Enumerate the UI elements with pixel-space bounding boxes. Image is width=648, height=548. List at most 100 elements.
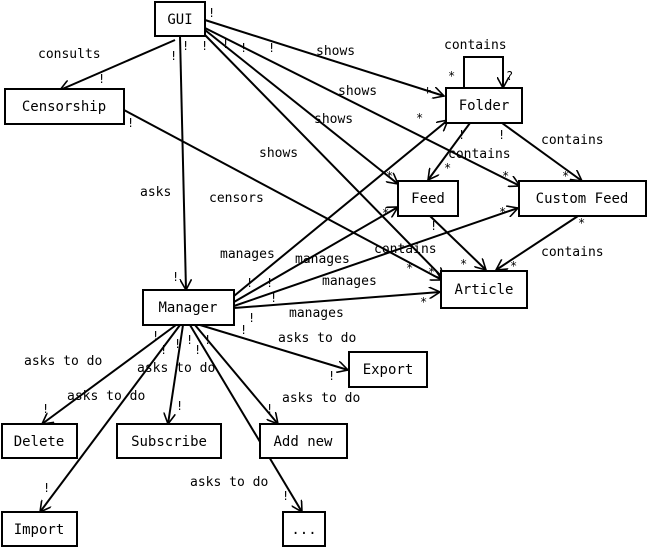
node-add-new-label: Add new [273, 434, 333, 450]
label-censors: censors [209, 191, 264, 206]
mult-many: * [502, 169, 509, 183]
mult-one: ! [498, 128, 505, 142]
label-manages: manages [295, 252, 350, 267]
node-ellipsis: ... [282, 511, 326, 547]
mult-one: ! [208, 6, 215, 20]
mult-many: * [448, 69, 455, 83]
mult-many: * [406, 261, 413, 275]
mult-many: * [578, 216, 585, 230]
label-contains: contains [444, 38, 507, 53]
node-feed-label: Feed [411, 191, 445, 207]
edge-manager-export [199, 324, 348, 370]
label-asks-to-do: asks to do [278, 331, 356, 346]
edge-labels: consults shows shows shows shows contain… [24, 38, 604, 490]
mult-one: ! [430, 219, 437, 233]
mult-many: * [444, 161, 451, 175]
mult-one: ! [248, 311, 255, 325]
label-asks-to-do: asks to do [24, 354, 102, 369]
mult-many: * [499, 205, 506, 219]
edge-gui-folder [204, 19, 444, 96]
mult-many: * [416, 111, 423, 125]
mult-one: ! [240, 323, 247, 337]
node-folder: Folder [445, 87, 523, 124]
node-manager-label: Manager [158, 300, 217, 316]
node-feed: Feed [397, 180, 459, 217]
mult-one: ! [43, 481, 50, 495]
mult-one: ! [182, 39, 189, 53]
node-custom-feed-label: Custom Feed [536, 191, 629, 207]
node-delete: Delete [1, 423, 78, 459]
mult-many: * [562, 169, 569, 183]
edge-manager-ellipsis [189, 324, 302, 512]
node-article-label: Article [454, 282, 513, 298]
node-ellipsis-label: ... [291, 522, 316, 538]
mult-one: ! [458, 128, 465, 142]
label-consults: consults [38, 47, 101, 62]
mult-one: ! [201, 39, 208, 53]
edge-manager-folder [233, 120, 448, 297]
mult-one: ! [282, 489, 289, 503]
mult-one: ! [270, 291, 277, 305]
label-contains: contains [374, 242, 437, 257]
mult-one: ! [176, 399, 183, 413]
mult-one: ! [204, 333, 211, 347]
edge-gui-manager [179, 35, 186, 290]
node-folder-label: Folder [459, 98, 510, 114]
edges [40, 19, 582, 512]
label-shows: shows [314, 112, 353, 127]
node-import: Import [1, 511, 78, 547]
node-import-label: Import [14, 522, 65, 538]
mult-one: ! [127, 116, 134, 130]
edge-folder-feed [428, 122, 471, 180]
node-censorship-label: Censorship [22, 99, 106, 115]
label-asks-to-do: asks to do [190, 475, 268, 490]
label-manages: manages [289, 306, 344, 321]
label-shows: shows [338, 84, 377, 99]
edge-manager-import [40, 324, 181, 512]
mult-one: ! [42, 402, 49, 416]
mult-plus: + [424, 83, 431, 97]
node-subscribe-label: Subscribe [131, 434, 207, 450]
mult-one: ! [222, 37, 229, 51]
edge-manager-article [233, 292, 440, 309]
edge-manager-delete [42, 324, 177, 424]
edge-customfeed-article [496, 215, 579, 270]
node-subscribe: Subscribe [116, 423, 222, 459]
node-manager: Manager [142, 289, 235, 326]
mult-one: ! [266, 402, 273, 416]
node-delete-label: Delete [14, 434, 65, 450]
label-contains: contains [541, 245, 604, 260]
label-asks-to-do: asks to do [67, 389, 145, 404]
label-manages: manages [220, 247, 275, 262]
node-export: Export [348, 351, 428, 388]
label-asks-to-do: asks to do [282, 391, 360, 406]
mult-one: ! [172, 270, 179, 284]
edge-gui-feed [204, 29, 398, 184]
mult-one: ! [98, 72, 105, 86]
multiplicity-markers: ! ! ! ! ! ! ! ! ! + * ? * ! ! * * * ! * … [42, 6, 585, 503]
mult-one: ! [160, 343, 167, 357]
label-contains: contains [448, 147, 511, 162]
edge-gui-censorship [60, 39, 176, 90]
label-asks-to-do: asks to do [137, 361, 215, 376]
label-shows: shows [259, 146, 298, 161]
mult-one: ! [194, 343, 201, 357]
node-censorship: Censorship [4, 88, 125, 125]
mult-one: ! [174, 337, 181, 351]
mult-one: ! [266, 276, 273, 290]
edge-manager-subscribe [168, 324, 184, 424]
edge-manager-feed [233, 206, 398, 303]
mult-many: * [460, 257, 467, 271]
node-gui-label: GUI [167, 12, 192, 28]
mult-one: ! [152, 329, 159, 343]
mult-one: ! [186, 333, 193, 347]
edge-feed-article [429, 215, 486, 270]
mult-one: ! [240, 41, 247, 55]
mult-one: ! [170, 49, 177, 63]
label-contains: contains [541, 133, 604, 148]
node-custom-feed: Custom Feed [518, 180, 647, 217]
mult-many: * [428, 265, 435, 279]
node-article: Article [440, 270, 528, 309]
edge-gui-article [204, 34, 444, 279]
